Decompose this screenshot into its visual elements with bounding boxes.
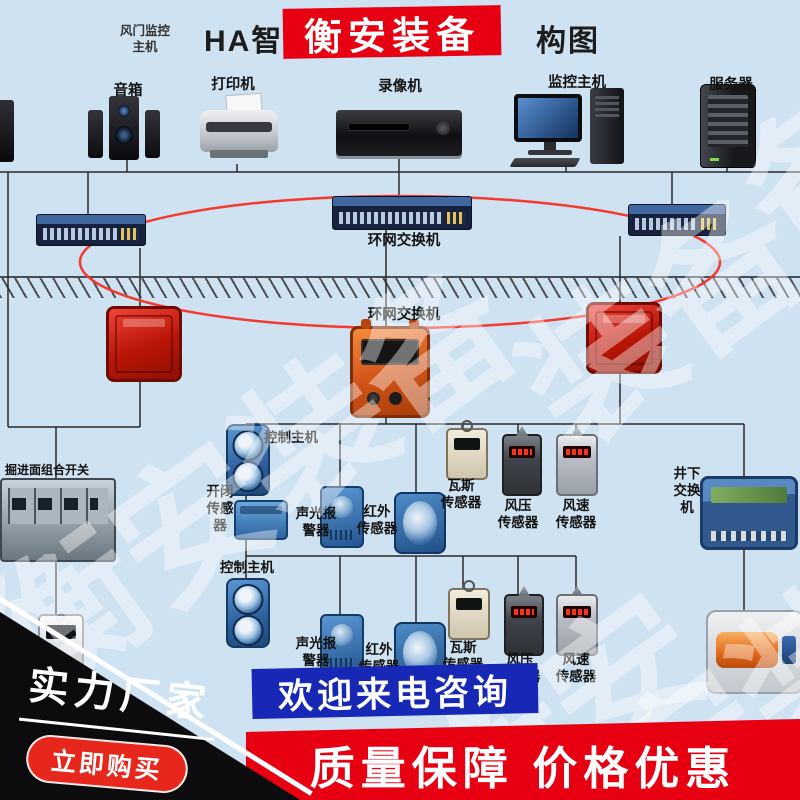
alarm-2-label: 声光报 警器	[295, 636, 337, 668]
ring-switch-label: 环网交换机	[367, 233, 441, 249]
speed-sensor-2-label: 风速 传感器	[555, 652, 597, 684]
speed-sensor-1-image	[556, 434, 598, 496]
ring-switch-right-image	[628, 204, 726, 236]
pressure-sensor-1-label: 风压 传感器	[497, 498, 539, 530]
speed-sensor-1-label: 风速 传感器	[555, 498, 597, 530]
control-host-2-image	[226, 578, 270, 648]
server-image	[700, 84, 756, 168]
gas-sensor-2-image	[448, 588, 490, 640]
edge-speaker-image	[0, 100, 14, 162]
pressure-sensor-1-image	[502, 434, 542, 496]
recorder-image	[336, 110, 462, 156]
control-host-1-image	[226, 424, 270, 496]
ground-surface-hatch	[0, 276, 800, 298]
underground-ring-switch-label: 环网交换机	[367, 307, 441, 323]
pressure-sensor-2-image	[504, 594, 544, 656]
combo-switch-label: 掘进面组合开关	[4, 463, 89, 477]
alarm-1-image	[320, 486, 364, 548]
speakers-label: 音箱	[113, 83, 143, 99]
control-host-2-label: 控制主机	[220, 560, 274, 575]
gas-sensor-1-image	[446, 428, 488, 480]
recorder-label: 录像机	[378, 79, 422, 95]
bottom-slogan-banner: 质量保障 价格优惠	[246, 719, 800, 800]
open-close-sensor-image	[234, 500, 288, 540]
infrared-1-label: 红外 传感器	[356, 504, 398, 536]
combo-switch-image	[0, 478, 116, 562]
control-host-1-label: 控制主机	[264, 430, 318, 445]
gas-sensor-1-label: 瓦斯 传感器	[440, 478, 482, 510]
page-title-fragment-right: 构图	[536, 25, 600, 58]
ring-switch-left-image	[36, 214, 146, 246]
call-banner: 欢迎来电咨询	[251, 663, 539, 719]
flameproof-switch-left-image	[106, 306, 182, 382]
brand-banner: 衡安装备	[282, 5, 502, 59]
flameproof-station-image	[350, 319, 430, 418]
ring-switch-top-image	[332, 196, 472, 230]
bottom-right-device-image	[706, 610, 800, 694]
infrared-1-image	[394, 492, 446, 554]
server-label: 服务器	[709, 77, 753, 93]
underground-switch-image	[700, 476, 798, 550]
alarm-2-image	[320, 614, 364, 676]
printer-label: 打印机	[211, 77, 255, 93]
monitor-host-image	[509, 88, 628, 168]
speed-sensor-2-image	[556, 594, 598, 656]
alarm-1-label: 声光报 警器	[295, 506, 337, 538]
monitor-host-label: 监控主机	[548, 75, 606, 91]
page-title-fragment-left: HA智	[204, 25, 284, 58]
open-close-sensor-label: 开闭 传感 器	[206, 484, 234, 533]
printer-image	[200, 92, 278, 162]
speakers-image	[88, 94, 166, 164]
fan-door-host-label: 风门监控 主机	[119, 24, 170, 54]
flameproof-switch-right-image	[586, 302, 662, 374]
underground-switch-label: 井下 交换 机	[673, 466, 701, 515]
